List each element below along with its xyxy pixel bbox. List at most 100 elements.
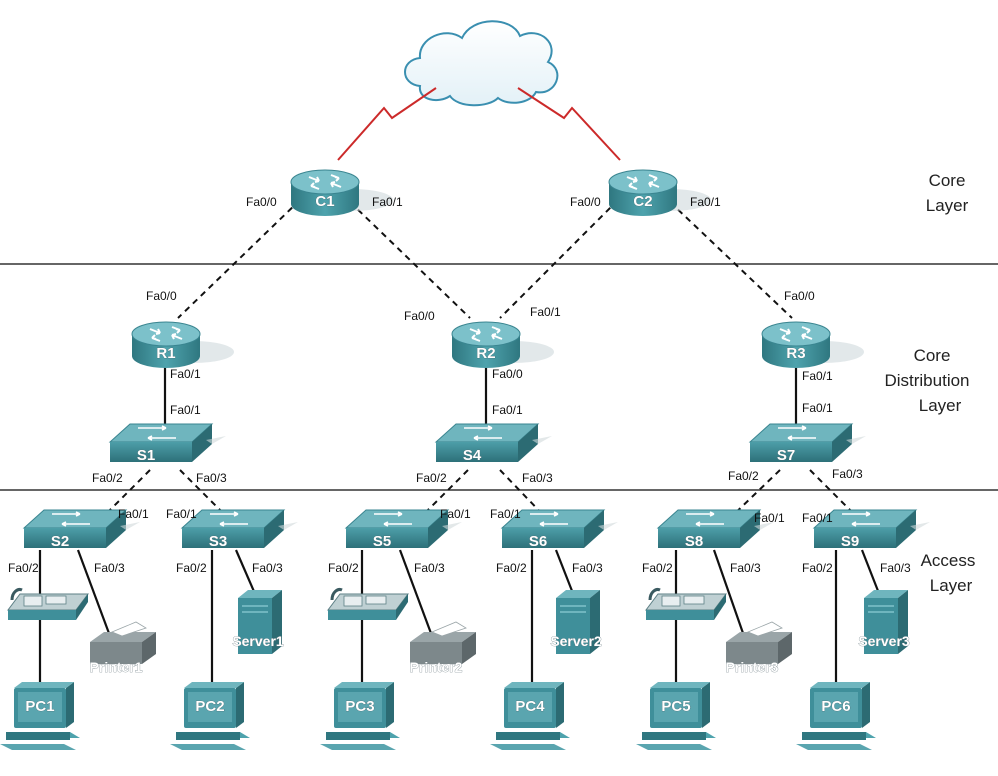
ip-phone-icon[interactable]	[6, 587, 90, 622]
router-r1[interactable]: R1	[131, 321, 235, 369]
server-2-label: Server2	[550, 633, 602, 649]
port-label: Fa0/1	[530, 305, 561, 319]
port-label: Fa0/1	[492, 403, 523, 417]
ip-phone-icon[interactable]	[644, 587, 728, 622]
port-label: Fa0/0	[404, 309, 435, 323]
port-label: Fa0/3	[196, 471, 227, 485]
pc-5[interactable]: PC5	[636, 682, 716, 750]
switch-s2[interactable]: S2	[23, 509, 141, 550]
port-label: Fa0/2	[802, 561, 833, 575]
port-label: Fa0/1	[802, 369, 833, 383]
access-layer-label: Access	[921, 551, 976, 570]
router-c1-label: C1	[315, 193, 334, 210]
port-label: Fa0/3	[730, 561, 761, 575]
router-c2-label: C2	[633, 193, 652, 210]
pc-5-label: PC5	[661, 698, 690, 715]
port-label: Fa0/0	[146, 289, 177, 303]
router-r3[interactable]: R3	[761, 321, 865, 369]
port-label: Fa0/3	[252, 561, 283, 575]
pc-6-label: PC6	[821, 698, 850, 715]
port-label: Fa0/3	[572, 561, 603, 575]
pc-1[interactable]: PC1	[0, 682, 80, 750]
port-label: Fa0/1	[170, 403, 201, 417]
port-label: Fa0/1	[690, 195, 721, 209]
port-label: Fa0/3	[832, 467, 863, 481]
distribution-layer-label: Core	[914, 346, 951, 365]
server-3-label: Server3	[858, 633, 910, 649]
switch-s9[interactable]: S9	[813, 509, 931, 550]
switch-s5[interactable]: S5	[345, 509, 463, 550]
port-label: Fa0/1	[490, 507, 521, 521]
switch-s7-label: S7	[777, 447, 795, 464]
switch-s1-label: S1	[137, 447, 155, 464]
switch-s3-label: S3	[209, 533, 227, 550]
router-c2[interactable]: C2	[608, 169, 712, 217]
port-label: Fa0/1	[166, 507, 197, 521]
pc-4-label: PC4	[515, 698, 545, 715]
pc-3[interactable]: PC3	[320, 682, 400, 750]
printer-2[interactable]: Printer2	[409, 621, 477, 675]
switch-s5-label: S5	[373, 533, 391, 550]
port-label: Fa0/2	[496, 561, 527, 575]
switch-s4-label: S4	[463, 447, 482, 464]
pc-2[interactable]: PC2	[170, 682, 250, 750]
server-1[interactable]: Server1	[232, 589, 284, 655]
core-layer-label: Core	[929, 171, 966, 190]
switch-s6[interactable]: S6	[501, 509, 619, 550]
port-label: Fa0/2	[728, 469, 759, 483]
port-label: Fa0/2	[328, 561, 359, 575]
printer-3[interactable]: Printer3	[725, 621, 793, 675]
pc-3-label: PC3	[345, 698, 374, 715]
pc-4[interactable]: PC4	[490, 682, 570, 750]
port-label: Fa0/1	[802, 401, 833, 415]
printer-1[interactable]: Printer1	[89, 621, 157, 675]
port-label: Fa0/1	[372, 195, 403, 209]
distribution-layer-label: Layer	[919, 396, 962, 415]
port-label: Fa0/2	[92, 471, 123, 485]
port-label: Fa0/2	[176, 561, 207, 575]
server-3[interactable]: Server3	[858, 589, 910, 655]
port-label: Fa0/3	[94, 561, 125, 575]
switch-s6-label: S6	[529, 533, 547, 550]
link-c2-r2	[499, 199, 619, 319]
port-label: Fa0/1	[802, 511, 833, 525]
router-r2[interactable]: R2	[451, 321, 555, 369]
pc-1-label: PC1	[25, 698, 54, 715]
server-1-label: Server1	[232, 633, 284, 649]
switch-s4[interactable]: S4	[435, 423, 553, 464]
link-c1-r2	[349, 201, 471, 319]
port-label: Fa0/2	[416, 471, 447, 485]
wan-link-c2	[517, 87, 621, 161]
server-2[interactable]: Server2	[550, 589, 602, 655]
port-label: Fa0/1	[440, 507, 471, 521]
router-r2-label: R2	[476, 345, 495, 362]
internet-cloud	[404, 20, 559, 107]
port-label: Fa0/1	[754, 511, 785, 525]
port-label: Fa0/0	[246, 195, 277, 209]
printer-1-label: Printer1	[90, 659, 143, 675]
switch-s8-label: S8	[685, 533, 703, 550]
port-label: Fa0/0	[570, 195, 601, 209]
pc-2-label: PC2	[195, 698, 224, 715]
port-label: Fa0/3	[522, 471, 553, 485]
switch-s1[interactable]: S1	[109, 423, 227, 464]
printer-3-label: Printer3	[726, 659, 779, 675]
switch-s3[interactable]: S3	[181, 509, 299, 550]
router-c1[interactable]: C1	[290, 169, 394, 217]
pc-6[interactable]: PC6	[796, 682, 876, 750]
access-layer-label: Layer	[930, 576, 973, 595]
switch-s9-label: S9	[841, 533, 859, 550]
link-c1-r1	[177, 199, 301, 319]
core-layer-label: Layer	[926, 196, 969, 215]
distribution-layer-label: Distribution	[884, 371, 969, 390]
port-label: Fa0/0	[492, 367, 523, 381]
port-labels: Fa0/0 Fa0/1 Fa0/0 Fa0/1 Fa0/0 Fa0/1 Fa0/…	[8, 195, 911, 575]
port-label: Fa0/3	[880, 561, 911, 575]
switch-s7[interactable]: S7	[749, 423, 867, 464]
switch-s2-label: S2	[51, 533, 69, 550]
ip-phone-icon[interactable]	[326, 587, 410, 622]
port-label: Fa0/1	[118, 507, 149, 521]
switch-s8[interactable]: S8	[657, 509, 775, 550]
router-r3-label: R3	[786, 345, 805, 362]
